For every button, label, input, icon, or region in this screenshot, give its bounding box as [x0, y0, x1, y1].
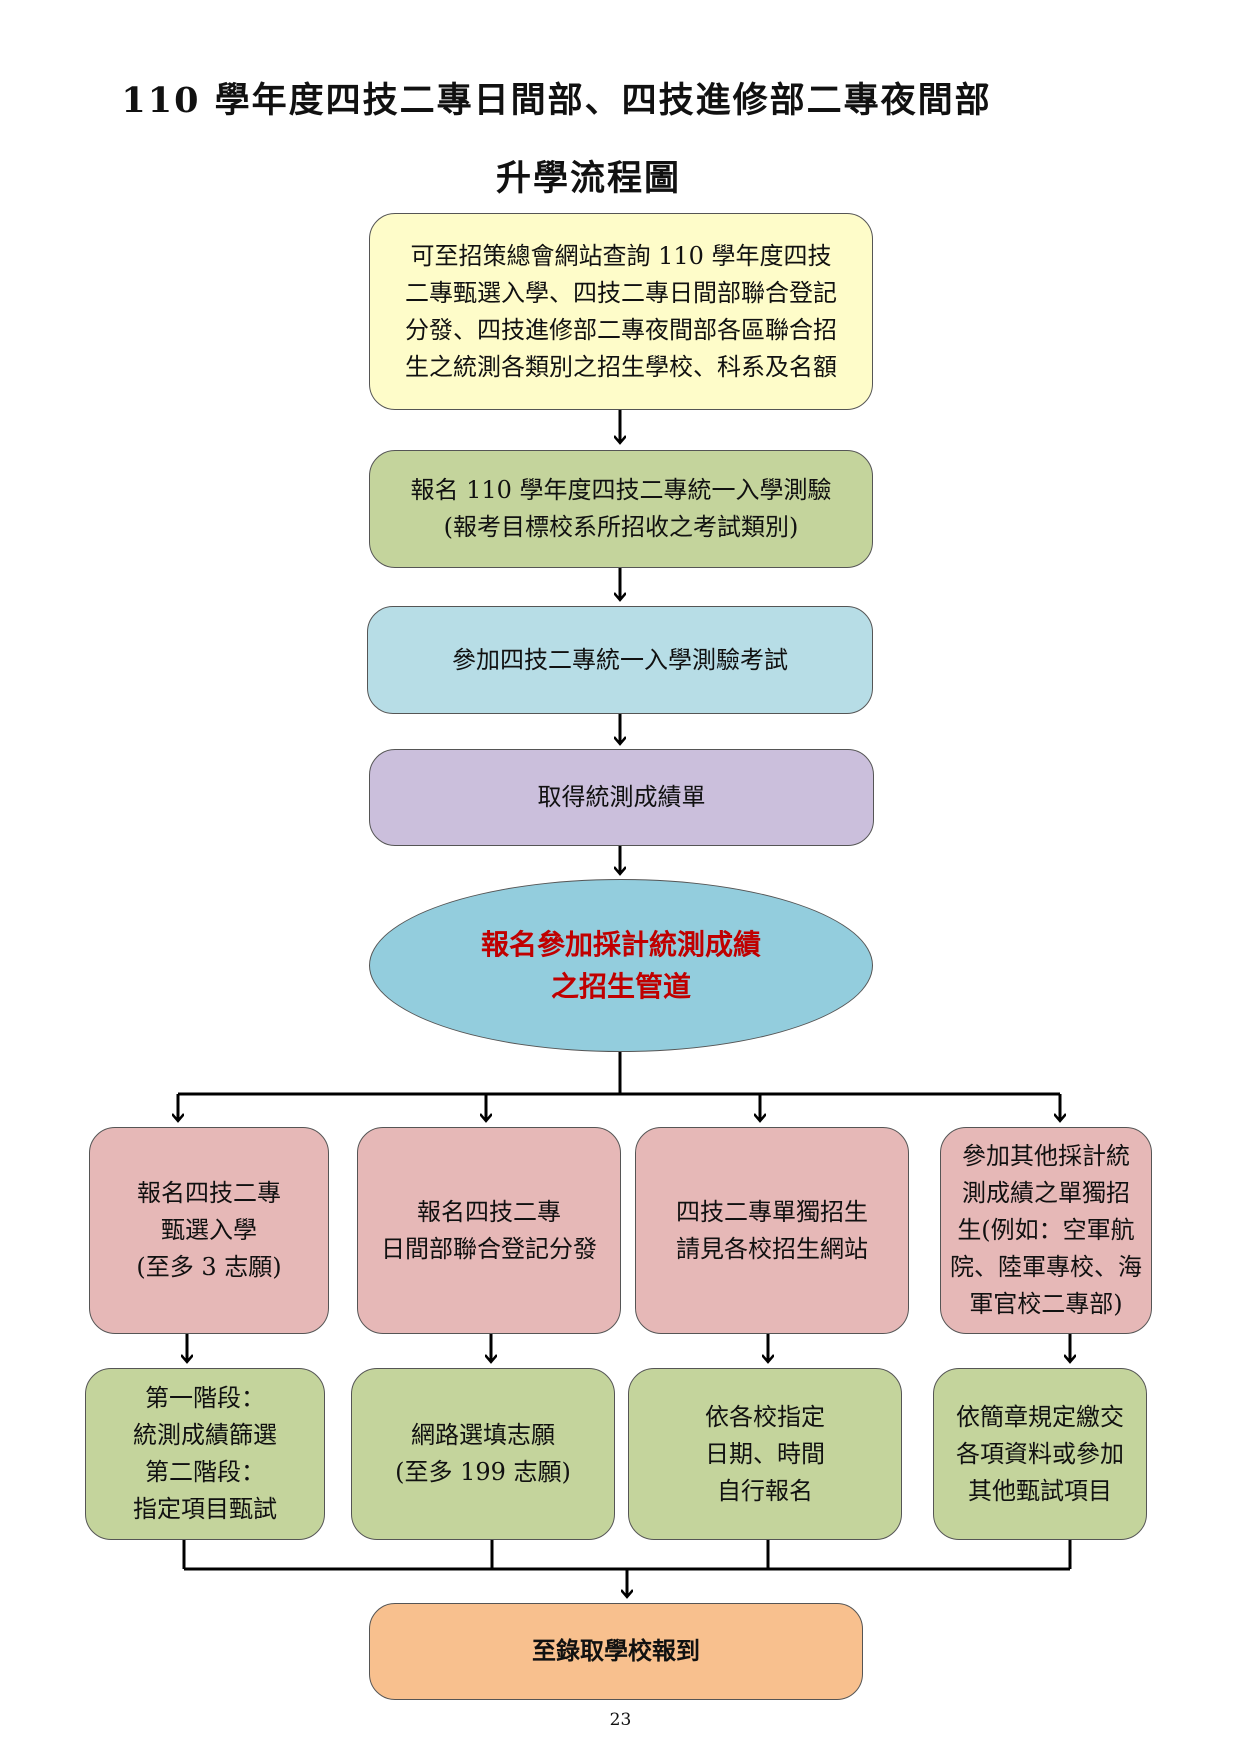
channel-4-box: 參加其他採計統 測成績之單獨招 生(例如：空軍航 院、陸軍專校、海 軍官校二專部… — [940, 1127, 1152, 1334]
step-get-score-box: 取得統測成績單 — [369, 749, 874, 846]
channel-2-next-box: 網路選填志願 (至多 199 志願) — [351, 1368, 615, 1540]
channel-3-box: 四技二專單獨招生 請見各校招生網站 — [635, 1127, 909, 1334]
final-report-box: 至錄取學校報到 — [369, 1603, 863, 1700]
title-line-1: 110 學年度四技二專日間部、四技進修部二專夜間部 — [121, 80, 992, 121]
channel-1-next-box: 第一階段： 統測成績篩選 第二階段： 指定項目甄試 — [85, 1368, 325, 1540]
title-line-2: 升學流程圖 — [495, 158, 681, 199]
step-apply-channels-ellipse: 報名參加採計統測成績 之招生管道 — [369, 879, 873, 1052]
channel-4-next-box: 依簡章規定繳交 各項資料或參加 其他甄試項目 — [933, 1368, 1147, 1540]
channel-2-box: 報名四技二專 日間部聯合登記分發 — [357, 1127, 621, 1334]
page-number: 23 — [609, 1710, 632, 1730]
channel-1-box: 報名四技二專 甄選入學 (至多 3 志願) — [89, 1127, 329, 1334]
step-register-exam-box: 報名 110 學年度四技二專統一入學測驗 (報考目標校系所招收之考試類別) — [369, 450, 873, 568]
step-query-box: 可至招策總會網站查詢 110 學年度四技 二專甄選入學、四技二專日間部聯合登記 … — [369, 213, 873, 410]
channel-3-next-box: 依各校指定 日期、時間 自行報名 — [628, 1368, 902, 1540]
step-take-exam-box: 參加四技二專統一入學測驗考試 — [367, 606, 873, 714]
